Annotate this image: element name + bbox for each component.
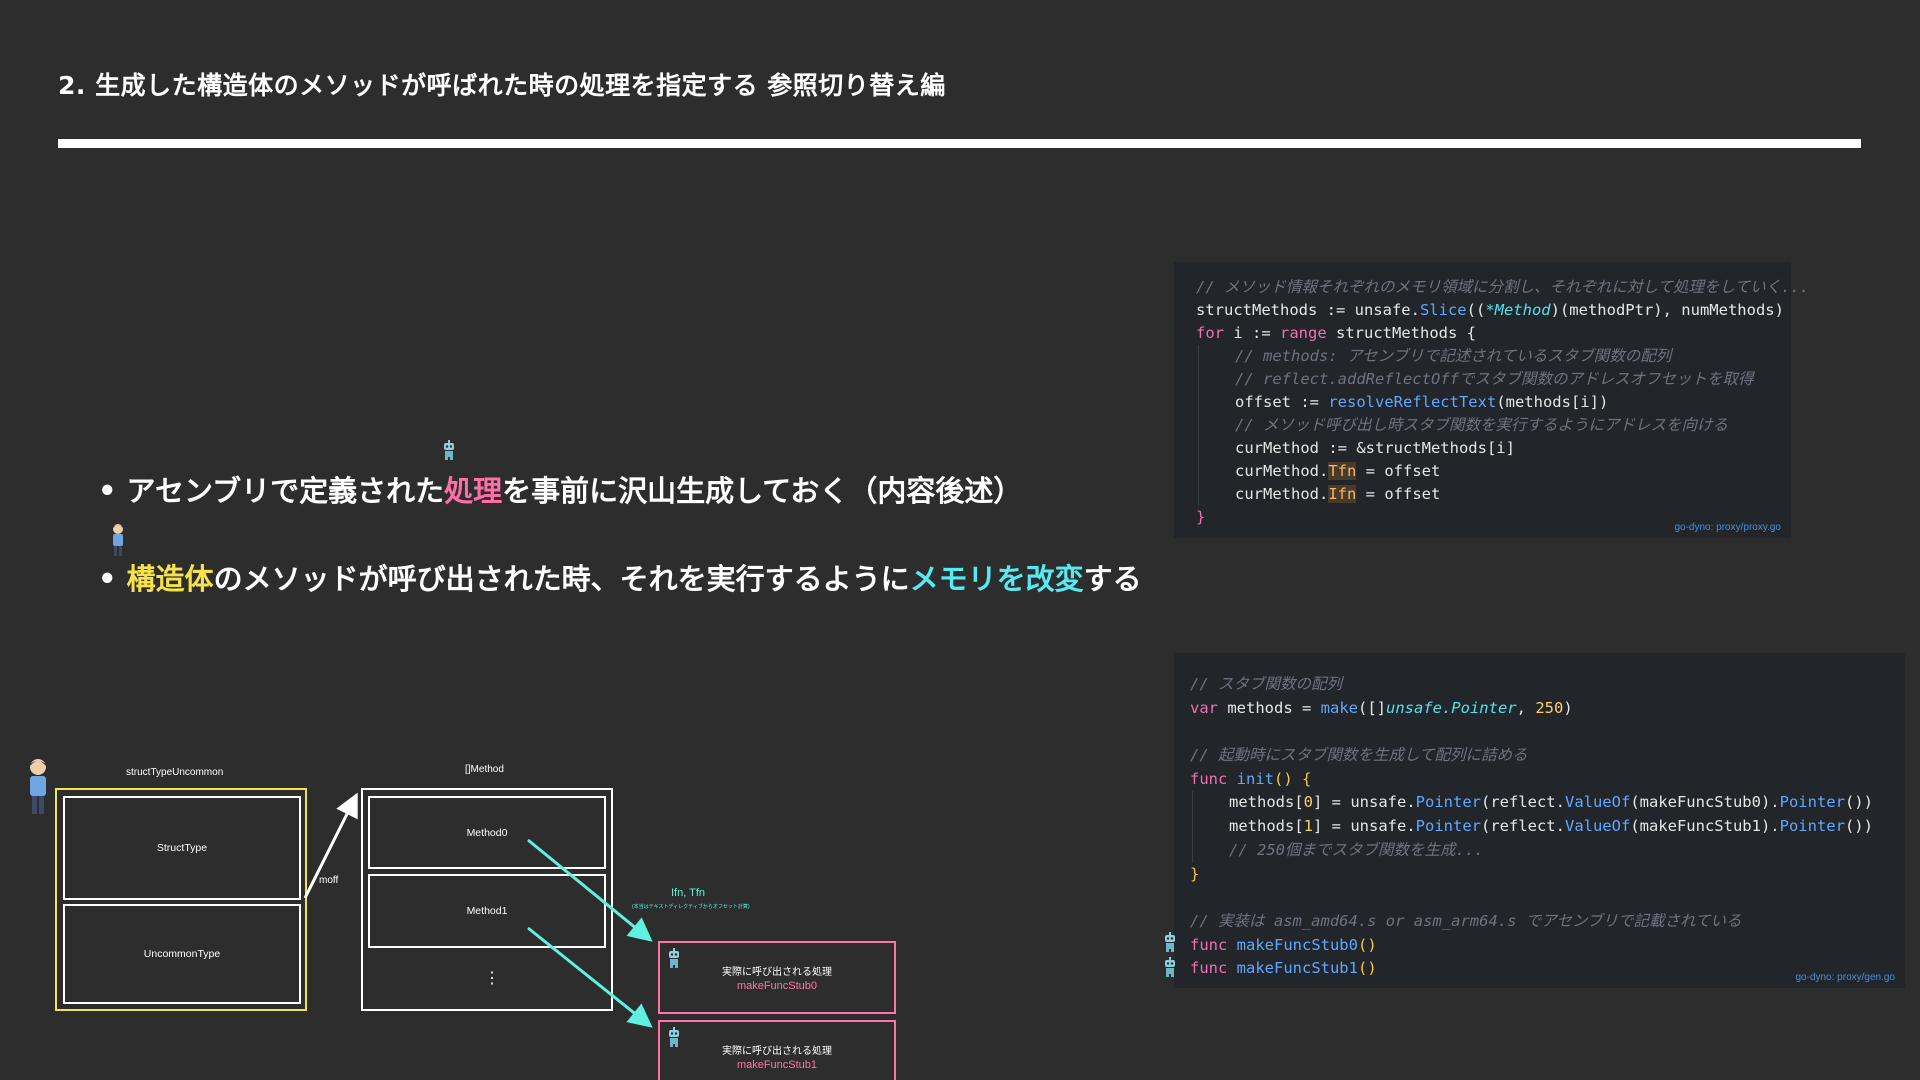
bullet-1-highlight: 処理 xyxy=(444,474,503,508)
struct-type-box: StructType xyxy=(63,796,301,900)
code-line: methods[1] = unsafe.Pointer(reflect.Valu… xyxy=(1192,815,1905,839)
ifn-tfn-note: (本当はテキストディレクティブからオフセット計算) xyxy=(632,904,750,910)
bullet-2-highlight-2: メモリを改変 xyxy=(909,562,1084,596)
bullet-2-highlight-1: 構造体 xyxy=(126,562,214,596)
code-comment: // メソッド呼び出し時スタブ関数を実行するようにアドレスを向ける xyxy=(1198,414,1791,437)
bullet-1-post: を事前に沢山生成しておく（内容後述） xyxy=(502,474,1023,508)
bullet-1-pre: アセンブリで定義された xyxy=(126,474,445,508)
code-line: func makeFuncStub1() xyxy=(1190,959,1377,978)
code-line: curMethod := &structMethods[i] xyxy=(1198,437,1791,460)
stub0-description: 実際に呼び出される処理 xyxy=(722,967,832,978)
bullet-1: • アセンブリで定義された処理を事前に沢山生成しておく（内容後述） xyxy=(98,468,1022,510)
code-panel-gen: // スタブ関数の配列 var methods = make([]unsafe.… xyxy=(1174,653,1905,988)
code-line: methods[0] = unsafe.Pointer(reflect.Valu… xyxy=(1192,791,1905,816)
method1-box: Method1 xyxy=(368,874,606,948)
source-note: go-dyno: proxy/proxy.go xyxy=(1674,522,1781,533)
struct-type-uncommon-box xyxy=(55,788,307,1011)
method-ellipsis: ⋮ xyxy=(484,970,500,987)
code-comment: // 起動時にスタブ関数を生成して配列に詰める xyxy=(1190,746,1528,765)
code-comment: // reflect.addReflectOffでスタブ関数のアドレスオフセット… xyxy=(1198,368,1791,391)
person-icon xyxy=(113,524,123,556)
code-line: } xyxy=(1190,864,1200,883)
robot-icon xyxy=(444,440,454,460)
code-line: var methods = make([]unsafe.Pointer, 250… xyxy=(1190,698,1573,717)
code-line: func makeFuncStub0() xyxy=(1190,935,1377,954)
robot-icon xyxy=(669,948,679,968)
robot-icon xyxy=(1165,932,1175,952)
code-line: func init() { xyxy=(1190,769,1312,788)
struct-type-uncommon-label: structTypeUncommon xyxy=(126,767,224,778)
code-blank xyxy=(1190,886,1905,910)
bullet-2-mid: のメソッドが呼び出された時、それを実行するように xyxy=(213,562,910,596)
robot-icon xyxy=(1165,957,1175,977)
code-comment: // メソッド情報それぞれのメモリ領域に分割し、それぞれに対して処理をしていく.… xyxy=(1196,278,1810,296)
title-rule xyxy=(58,139,1861,148)
code-line: } xyxy=(1196,508,1206,526)
stub0-name: makeFuncStub0 xyxy=(736,980,818,992)
code-blank xyxy=(1190,720,1905,744)
code-panel-proxy: // メソッド情報それぞれのメモリ領域に分割し、それぞれに対して処理をしていく.… xyxy=(1174,262,1810,538)
code-comment: // 250個までスタブ関数を生成... xyxy=(1192,838,1905,863)
method0-box: Method0 xyxy=(368,796,606,869)
stub1-box: 実際に呼び出される処理 makeFuncStub1 xyxy=(658,1020,896,1080)
code-line: curMethod.Tfn = offset xyxy=(1198,460,1791,483)
uncommon-type-box: UncommonType xyxy=(63,904,301,1004)
code-line: curMethod.Ifn = offset xyxy=(1198,483,1791,506)
moff-label: moff xyxy=(319,875,339,886)
stub0-box: 実際に呼び出される処理 makeFuncStub0 xyxy=(658,941,896,1014)
code-line: for i := range structMethods { xyxy=(1196,324,1476,342)
bullet-dot: • xyxy=(98,562,117,596)
code-comment: // 実装は asm_amd64.s or asm_arm64.s でアセンブリ… xyxy=(1190,911,1742,930)
ifn-tfn-label: Ifn, Tfn xyxy=(671,887,706,899)
bullet-dot: • xyxy=(98,474,117,508)
method-array-label: []Method xyxy=(465,764,504,775)
code-comment: // スタブ関数の配列 xyxy=(1190,675,1342,693)
stub1-name: makeFuncStub1 xyxy=(736,1059,818,1071)
source-note: go-dyno: proxy/gen.go xyxy=(1795,972,1895,983)
stub1-description: 実際に呼び出される処理 xyxy=(722,1046,832,1057)
bullet-2-post: する xyxy=(1083,562,1142,596)
code-comment: // methods: アセンブリで記述されているスタブ関数の配列 xyxy=(1198,345,1791,368)
slide-title: 2. 生成した構造体のメソッドが呼ばれた時の処理を指定する 参照切り替え編 xyxy=(58,71,946,100)
robot-icon xyxy=(669,1027,679,1047)
bullet-2: • 構造体のメソッドが呼び出された時、それを実行するようにメモリを改変する xyxy=(98,556,1142,598)
person-icon xyxy=(30,759,46,814)
code-line: structMethods := unsafe.Slice((*Method)(… xyxy=(1196,301,1784,319)
code-line: offset := resolveReflectText(methods[i]) xyxy=(1198,391,1791,414)
